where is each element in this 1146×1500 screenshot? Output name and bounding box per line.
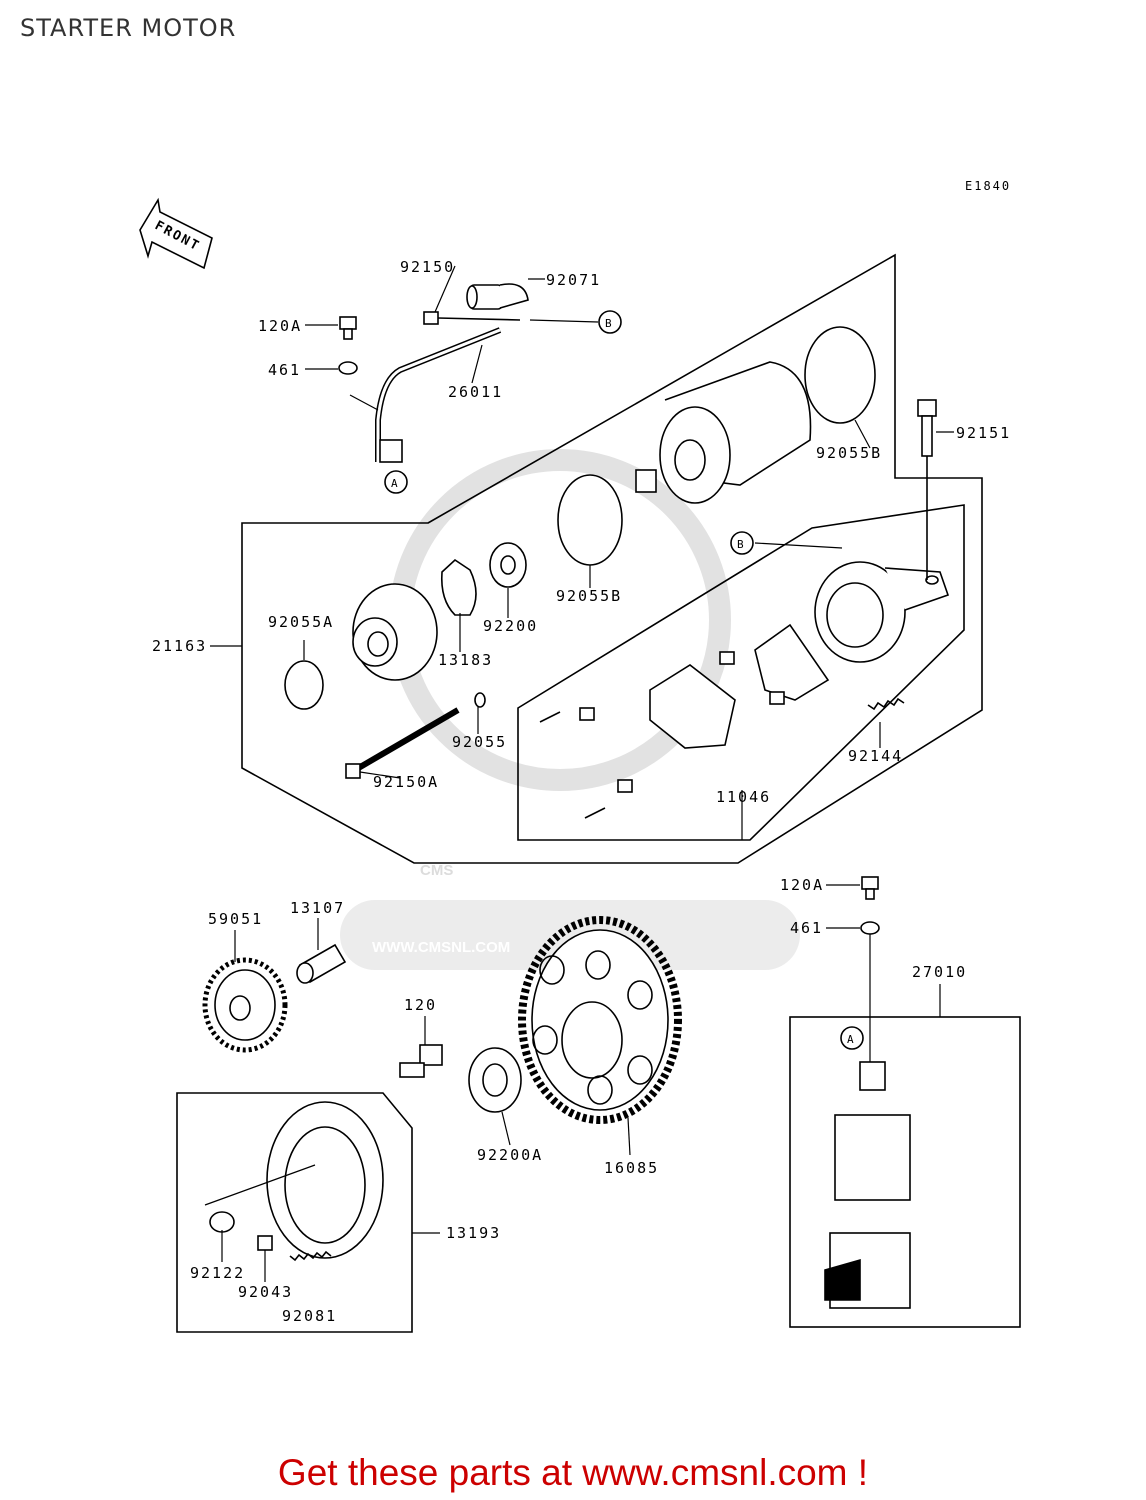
- washer-92200A: [468, 1047, 522, 1113]
- o-ring-92055: [474, 692, 486, 708]
- callout-b-cable-label: B: [605, 317, 614, 330]
- bolt-92151: [917, 399, 937, 580]
- front-arrow-icon: FRONT: [139, 197, 213, 270]
- part-label-92081: 92081: [282, 1307, 337, 1325]
- part-label-92122: 92122: [190, 1264, 245, 1282]
- spring-92081: [289, 1250, 332, 1262]
- starter-relay: [824, 1061, 911, 1309]
- callout-a-relay-label: A: [847, 1033, 856, 1046]
- part-label-92151: 92151: [956, 424, 1011, 442]
- plunger-92043: [257, 1235, 273, 1282]
- o-ring-92055A: [284, 660, 324, 710]
- part-label-92200: 92200: [483, 617, 538, 635]
- bolt-120A-top: [339, 316, 357, 340]
- bolt-92150: [423, 311, 521, 325]
- part-label-26011: 26011: [448, 383, 503, 401]
- callout-b-cover: [730, 531, 754, 555]
- gear-16085: [518, 916, 682, 1124]
- gear-59051: [202, 957, 288, 1053]
- part-label-92055: 92055: [452, 733, 507, 751]
- bolt-120A-bottom: [861, 876, 879, 900]
- part-label-120A-top: 120A: [258, 317, 302, 335]
- part-label-92150: 92150: [400, 258, 455, 276]
- part-label-13193: 13193: [446, 1224, 501, 1242]
- washer-461-bottom: [860, 921, 880, 935]
- part-label-21163: 21163: [152, 637, 207, 655]
- part-label-11046: 11046: [716, 788, 771, 806]
- roller-92122: [209, 1211, 235, 1262]
- callout-a-cable: [384, 470, 408, 494]
- part-label-16085: 16085: [604, 1159, 659, 1177]
- get-parts-link[interactable]: Get these parts at www.cmsnl.com !: [277, 1452, 869, 1493]
- spring-92144: [867, 697, 905, 711]
- o-ring-92055B-top: [804, 326, 876, 424]
- relay-box-27010: [789, 1016, 1021, 1328]
- callout-b-cover-label: B: [737, 538, 746, 551]
- cap-92071: [466, 283, 529, 310]
- part-label-59051: 59051: [208, 910, 263, 928]
- one-way-clutch-13193: [204, 1101, 384, 1259]
- part-label-92150A: 92150A: [373, 773, 439, 791]
- assembly-13193-outline: [176, 1092, 413, 1333]
- part-label-461-top: 461: [268, 361, 301, 379]
- part-label-120A-bottom: 120A: [780, 876, 824, 894]
- callout-a-relay: [840, 1026, 864, 1050]
- part-label-92200A: 92200A: [477, 1146, 543, 1164]
- part-label-92043: 92043: [238, 1283, 293, 1301]
- end-cover-21163: [352, 583, 438, 681]
- part-label-92071: 92071: [546, 271, 601, 289]
- brush-holder-11046: [539, 623, 830, 819]
- leader-lines: [210, 265, 954, 1234]
- page-title: STARTER MOTOR: [20, 14, 237, 42]
- plate-13183: [440, 558, 477, 616]
- shaft-13107: [296, 943, 347, 984]
- cable-26011: [375, 327, 502, 463]
- washer-92200: [489, 542, 527, 588]
- bolt-92150A: [345, 707, 460, 779]
- parts-diagram: CMS WWW.CMSNL.COM E1840 FRONT: [139, 179, 1021, 1333]
- callout-a-cable-label: A: [391, 477, 400, 490]
- part-label-92055A: 92055A: [268, 613, 334, 631]
- part-label-92144: 92144: [848, 747, 903, 765]
- part-label-13183: 13183: [438, 651, 493, 669]
- part-label-92055B-mid: 92055B: [556, 587, 622, 605]
- part-label-461-bottom: 461: [790, 919, 823, 937]
- assembly-11046-outline: [517, 504, 965, 841]
- bolt-120: [399, 1044, 443, 1078]
- watermark-logo: CMS: [420, 862, 453, 879]
- front-cover: [814, 561, 950, 663]
- part-labels: 92150 92071 120A 461 26011 92055B 92151 …: [152, 258, 1011, 1325]
- part-label-27010: 27010: [912, 963, 967, 981]
- figure-code: E1840: [965, 179, 1011, 193]
- part-label-13107: 13107: [290, 899, 345, 917]
- callout-b-cable: [598, 310, 622, 334]
- motor-yoke: [635, 361, 812, 504]
- washer-461-top: [338, 361, 358, 375]
- o-ring-92055B-mid: [557, 474, 623, 566]
- part-label-92055B-top: 92055B: [816, 444, 882, 462]
- watermark-url: WWW.CMSNL.COM: [372, 939, 510, 956]
- part-label-120: 120: [404, 996, 437, 1014]
